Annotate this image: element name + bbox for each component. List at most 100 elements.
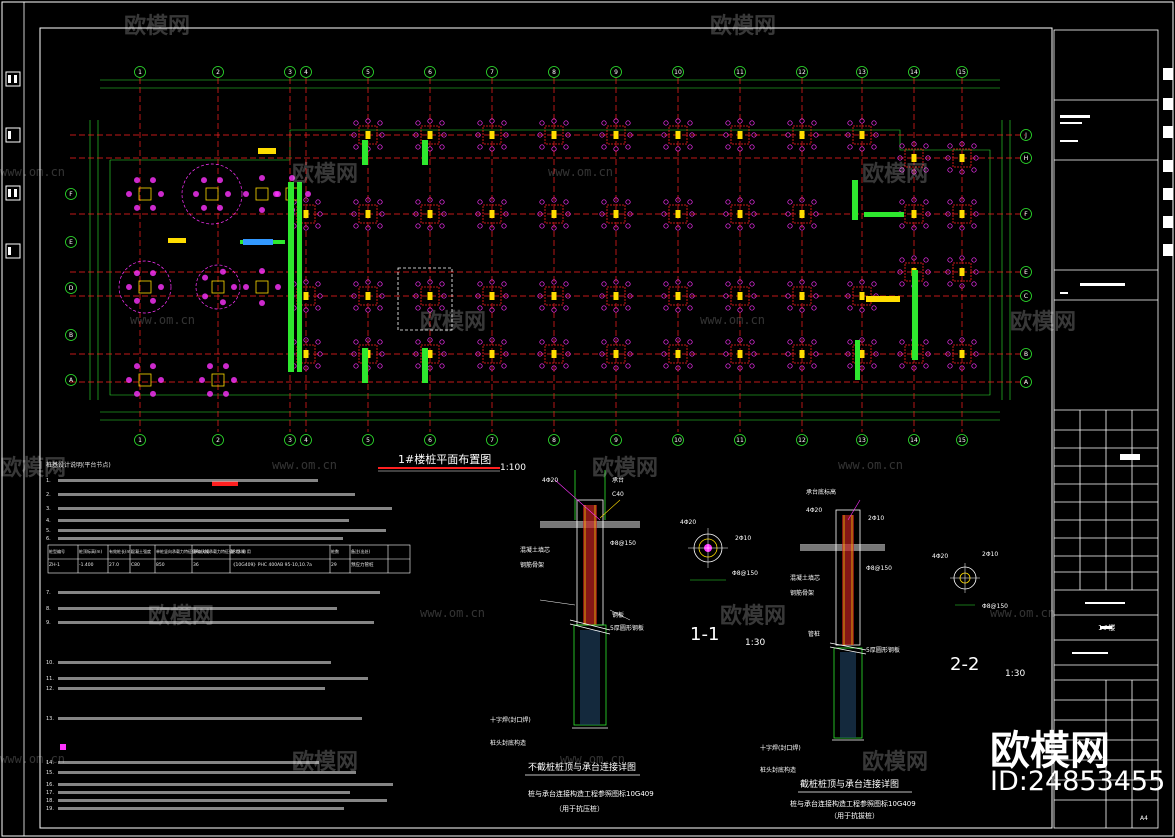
- pile-cap: [723, 118, 757, 152]
- watermark-url: www.om.cn: [700, 313, 766, 327]
- table-cell: C80: [131, 563, 140, 568]
- detail-1-drawing: [539, 470, 640, 729]
- svg-text:1: 1: [138, 437, 142, 444]
- pile-group: [193, 177, 231, 211]
- svg-text:F: F: [1024, 211, 1028, 218]
- note-line: 15.: [46, 770, 54, 776]
- pile-cap: [661, 337, 695, 371]
- axis-bubble-top: 8: [548, 66, 560, 78]
- pile-cap: [785, 197, 819, 231]
- detail-2-label: 2Φ10: [868, 515, 884, 522]
- axis-bubble-bottom: 10: [672, 434, 684, 446]
- pile-cap: [599, 197, 633, 231]
- pile-caps: [126, 118, 979, 397]
- watermark-url: www.om.cn: [130, 313, 196, 327]
- pile-cap: [475, 197, 509, 231]
- axis-bubble-bottom: 13: [856, 434, 868, 446]
- svg-text:15: 15: [958, 437, 966, 444]
- callout-labels: [168, 148, 900, 302]
- pile-group: [243, 268, 281, 306]
- note-line-text-placeholder: [58, 717, 362, 720]
- section-2-2-title: 2-2: [950, 654, 979, 675]
- pile-cap: [475, 118, 509, 152]
- watermark-url: www.om.cn: [838, 458, 904, 472]
- section-2-2-label: 2Φ10: [982, 551, 998, 558]
- axis-bubble-right: C: [1020, 290, 1032, 302]
- table-header-cell: 桩型编号: [49, 549, 65, 554]
- note-line: 18.: [46, 798, 54, 804]
- section-2-2-labels: 4Φ20 2Φ10 Φ8@150: [932, 551, 1008, 610]
- axis-bubble-left: F: [65, 188, 77, 200]
- table-cell: 850: [156, 563, 165, 568]
- note-line: 6.: [46, 536, 51, 542]
- svg-text:5: 5: [366, 437, 370, 444]
- svg-text:13: 13: [858, 69, 866, 76]
- note-line-text-placeholder: [58, 537, 343, 540]
- watermark-brand: 欧模网: [592, 456, 659, 481]
- svg-text:3: 3: [288, 69, 292, 76]
- axis-bubble-right: J: [1020, 129, 1032, 141]
- notes-highlight: [60, 481, 238, 750]
- table-cell: 27.0: [109, 563, 120, 568]
- pile-cap: [413, 197, 447, 231]
- watermark-brand: 欧模网: [862, 750, 929, 775]
- note-line: 16.: [46, 782, 54, 788]
- detail-highlight-box: [397, 267, 453, 331]
- svg-text:C: C: [1024, 293, 1028, 300]
- detail-2-label: 十字焊(封口焊): [760, 744, 801, 752]
- axis-bubble-top: 3: [284, 66, 296, 78]
- axis-bubble-right: A: [1020, 376, 1032, 388]
- detail-2-label: 混凝土填芯: [790, 574, 820, 582]
- svg-text:B: B: [1024, 351, 1028, 358]
- pile-cap: [897, 197, 931, 231]
- right-edge-marks: [1163, 68, 1173, 256]
- pile-cap: [599, 118, 633, 152]
- axis-bubble-top: 14: [908, 66, 920, 78]
- watermark-brand: 欧模网: [292, 750, 359, 775]
- notes-table-grid: [47, 544, 411, 574]
- axis-bubble-left: D: [65, 282, 77, 294]
- axis-bubble-top: 9: [610, 66, 622, 78]
- watermark-url: www.om.cn: [420, 606, 486, 620]
- pile-cap: [945, 337, 979, 371]
- detail-2-label: 桩头封底构造: [760, 766, 796, 774]
- svg-text:8: 8: [552, 69, 556, 76]
- detail-1-label: 5厚圆形钢板: [610, 624, 644, 632]
- watermark-id: ID:24853455: [990, 766, 1166, 797]
- note-line-text-placeholder: [58, 807, 344, 810]
- watermark-url: www.om.cn: [990, 606, 1056, 620]
- axis-bubble-bottom: 7: [486, 434, 498, 446]
- pile-cap: [723, 279, 757, 313]
- axis-bubble-bottom: 8: [548, 434, 560, 446]
- title-block-fills: [1060, 115, 1140, 654]
- left-binding-marks: [5, 71, 21, 259]
- pile-cap: [537, 337, 571, 371]
- pile-cap: [723, 197, 757, 231]
- note-line: 3.: [46, 506, 51, 512]
- table-header-cell: 桩 型 选 用: [231, 549, 251, 554]
- pile-cap: [413, 279, 447, 313]
- svg-text:14: 14: [910, 437, 918, 444]
- svg-text:11: 11: [736, 437, 744, 444]
- note-line: 2.: [46, 492, 51, 498]
- pile-cap: [537, 118, 571, 152]
- detail-1-label: 承台: [612, 476, 624, 484]
- axis-bubble-top: 12: [796, 66, 808, 78]
- axis-bubble-top: 6: [424, 66, 436, 78]
- table-header-cell: 混凝土强度: [131, 549, 151, 554]
- table-header-cell: 单桩竖向承载力特征值Ra(kN): [156, 549, 210, 554]
- pile-cap: [945, 141, 979, 175]
- note-line-text-placeholder: [58, 687, 325, 690]
- note-line-text-placeholder: [58, 519, 349, 522]
- detail-2-label: Φ8@150: [866, 565, 892, 572]
- dimension-lines: [89, 79, 1011, 421]
- svg-text:H: H: [1024, 155, 1029, 162]
- table-cell: -1.400: [79, 563, 94, 568]
- svg-text:D: D: [69, 285, 74, 292]
- watermark-brand: 欧模网: [710, 14, 777, 39]
- table-cell: 预应力管桩: [351, 563, 374, 568]
- note-line-text-placeholder: [58, 607, 337, 610]
- axis-bubble-bottom: 4: [300, 434, 312, 446]
- watermark-url: www.om.cn: [548, 165, 614, 179]
